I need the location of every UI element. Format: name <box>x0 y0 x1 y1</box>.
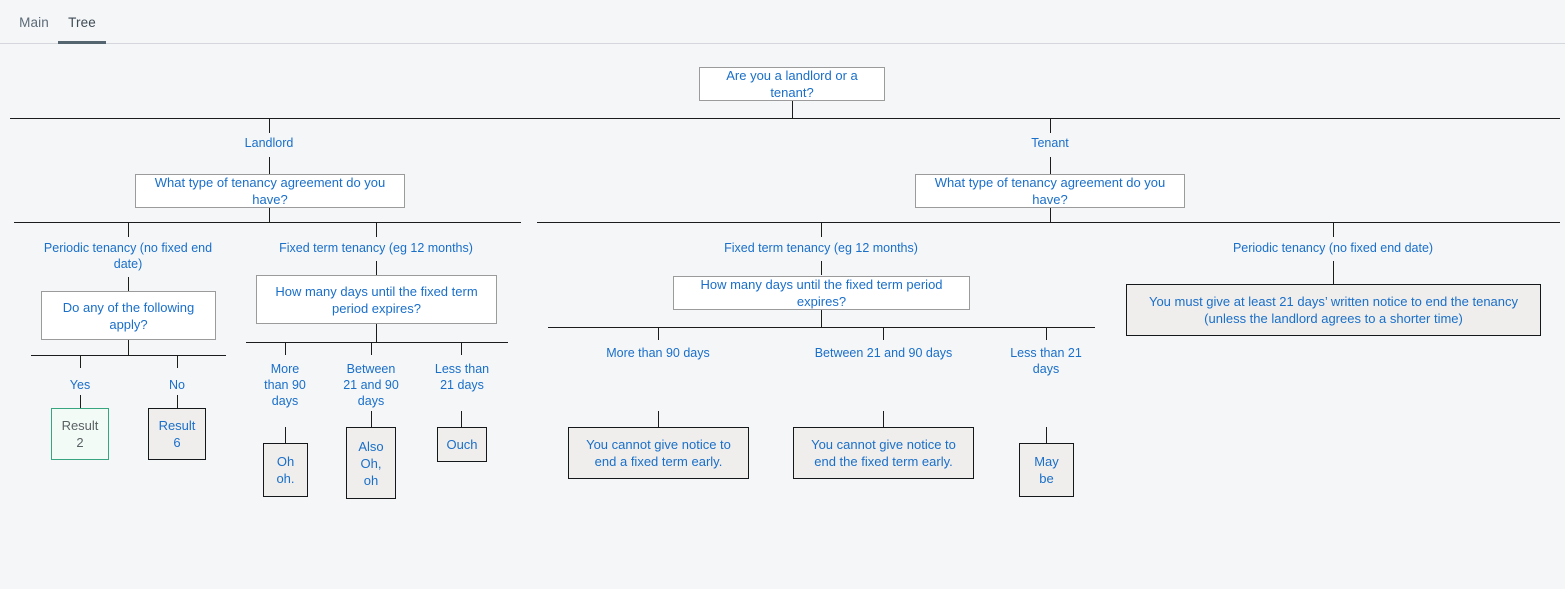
connector-drop-t-more90 <box>658 327 659 340</box>
node-result-2[interactable]: Result 2 <box>51 408 109 460</box>
connector-landlord-fixed-q-stem <box>376 324 377 342</box>
connector-drop-landlord-periodic <box>128 222 129 237</box>
connector-ll-between-stem <box>371 411 372 427</box>
connector-landlord-fixed-stem <box>376 261 377 275</box>
connector-drop-landlord-fixed <box>376 222 377 237</box>
connector-no-stem <box>177 395 178 408</box>
connector-yes-stem <box>80 395 81 408</box>
edge-label-no: No <box>169 378 185 392</box>
connector-tenant-q-stem <box>1050 208 1051 222</box>
connector-drop-ll-more90 <box>285 342 286 355</box>
edge-label-t-less-than-21-days: Less than 21 days <box>1010 346 1082 376</box>
connector-drop-t-less21 <box>1046 327 1047 340</box>
tab-main-underline <box>10 41 58 44</box>
connector-t-between-stem <box>883 411 884 427</box>
node-result-may-be[interactable]: May be <box>1019 443 1074 497</box>
edge-label-tenant-fixed: Fixed term tenancy (eg 12 months) <box>724 241 918 255</box>
node-result-6[interactable]: Result 6 <box>148 408 206 460</box>
connector-landlord-periodic-stem <box>128 277 129 291</box>
edge-label-ll-less-than-21-days: Less than 21 days <box>434 362 490 392</box>
edge-label-ll-between-21-and-90-days: Between 21 and 90 days <box>343 362 399 408</box>
connector-t-more90-stem <box>658 411 659 427</box>
connector-yes-no-bus <box>31 355 226 356</box>
edge-label-tenant-periodic: Periodic tenancy (no fixed end date) <box>1232 241 1434 255</box>
node-result-oh-oh[interactable]: Oh oh. <box>263 443 308 497</box>
connector-tenant-fixed-stem <box>821 261 822 275</box>
node-result-21-days-written-notice[interactable]: You must give at least 21 days’ written … <box>1126 284 1541 336</box>
connector-landlord-stem <box>269 157 270 174</box>
connector-drop-tenant <box>1050 118 1051 133</box>
connector-tenant-periodic-stem <box>1333 261 1334 284</box>
connector-tenant-fixed-q-stem <box>821 310 822 327</box>
node-result-ouch[interactable]: Ouch <box>437 427 487 462</box>
edge-label-ll-more-than-90-days: More than 90 days <box>264 362 306 408</box>
connector-tenant-options-bus <box>537 222 1560 223</box>
tab-tree-label: Tree <box>68 14 96 30</box>
connector-drop-tenant-periodic <box>1333 222 1334 237</box>
edge-label-yes: Yes <box>69 378 91 392</box>
connector-landlord-days-bus <box>246 342 508 343</box>
node-tenant-tenancy-type-question[interactable]: What type of tenancy agreement do you ha… <box>915 174 1185 208</box>
connector-ll-less21-stem <box>461 411 462 427</box>
connector-root-stem <box>792 101 793 118</box>
connector-level1-bus <box>10 118 1560 119</box>
node-result-also-oh-oh[interactable]: Also Oh, oh <box>346 427 396 499</box>
edge-label-tenant: Tenant <box>1031 136 1069 150</box>
connector-tenant-days-bus <box>548 327 1095 328</box>
node-tenant-fixed-question[interactable]: How many days until the fixed term perio… <box>673 276 970 310</box>
connector-drop-landlord <box>269 118 270 133</box>
tab-main-label: Main <box>19 14 49 30</box>
node-root-question[interactable]: Are you a landlord or a tenant? <box>699 67 885 101</box>
connector-t-less21-stem <box>1046 427 1047 443</box>
connector-drop-no <box>177 355 178 368</box>
node-result-cannot-give-notice-the[interactable]: You cannot give notice to end the fixed … <box>793 427 974 479</box>
connector-landlord-options-bus <box>14 222 521 223</box>
connector-drop-t-between <box>883 327 884 340</box>
tab-bar: Main Tree <box>0 0 1565 44</box>
tab-tree-active-underline <box>58 41 106 44</box>
tab-main[interactable]: Main <box>10 0 58 44</box>
node-landlord-tenancy-type-question[interactable]: What type of tenancy agreement do you ha… <box>135 174 405 208</box>
connector-landlord-periodic-q-stem <box>128 340 129 355</box>
connector-drop-ll-between <box>371 342 372 355</box>
edge-label-landlord-fixed: Fixed term tenancy (eg 12 months) <box>279 241 473 255</box>
connector-tenant-stem <box>1050 157 1051 174</box>
node-result-cannot-give-notice-a[interactable]: You cannot give notice to end a fixed te… <box>568 427 749 479</box>
connector-drop-ll-less21 <box>461 342 462 355</box>
connector-drop-tenant-fixed <box>821 222 822 237</box>
tab-tree[interactable]: Tree <box>58 0 106 44</box>
decision-tree-canvas: Are you a landlord or a tenant? Landlord… <box>0 45 1565 589</box>
node-landlord-fixed-question[interactable]: How many days until the fixed term perio… <box>256 275 497 324</box>
edge-label-t-more-than-90-days: More than 90 days <box>606 346 710 360</box>
node-landlord-periodic-question[interactable]: Do any of the following apply? <box>41 291 216 340</box>
edge-label-landlord-periodic: Periodic tenancy (no fixed end date) <box>43 241 213 271</box>
connector-drop-yes <box>80 355 81 368</box>
connector-ll-more90-stem <box>285 427 286 443</box>
edge-label-landlord: Landlord <box>244 136 294 150</box>
connector-landlord-q-stem <box>269 208 270 222</box>
edge-label-t-between-21-and-90-days: Between 21 and 90 days <box>814 346 953 360</box>
